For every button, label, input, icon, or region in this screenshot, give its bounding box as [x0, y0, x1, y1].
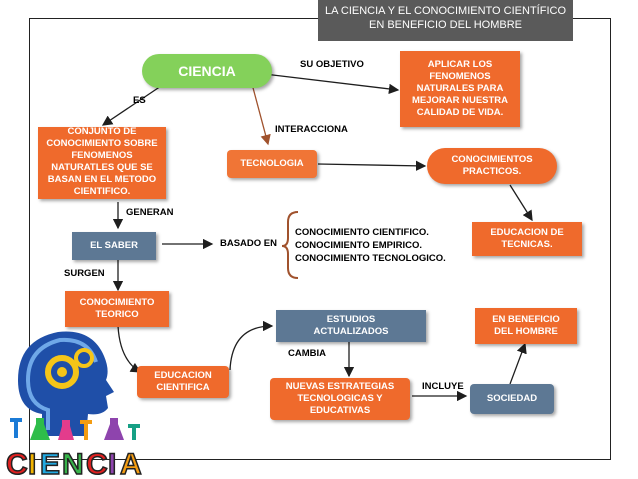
svg-text:C: C: [86, 448, 108, 479]
node-aplicar: APLICAR LOS FENOMENOS NATURALES PARA MEJ…: [400, 51, 520, 127]
node-estrategias: NUEVAS ESTRATEGIAS TECNOLOGICAS Y EDUCAT…: [270, 378, 410, 420]
svg-text:C: C: [6, 448, 28, 479]
arrow-sociedad-beneficio: [509, 342, 527, 385]
arrow-objetivo: [247, 71, 400, 95]
label-cambia: CAMBIA: [288, 348, 326, 359]
arrow-interacciona: [251, 83, 271, 146]
svg-text:I: I: [108, 448, 116, 479]
svg-text:I: I: [28, 448, 36, 479]
node-beneficio: EN BENEFICIO DEL HOMBRE: [475, 308, 577, 344]
node-estudios: ESTUDIOS ACTUALIZADOS: [276, 310, 426, 342]
arrow-tecnologia-practicos: [317, 160, 427, 172]
label-basado: BASADO EN: [220, 238, 278, 249]
arrow-teorico-educacion: [117, 325, 142, 373]
node-conjunto: CONJUNTO DE CONOCIMIENTO SOBRE FENOMENOS…: [38, 127, 166, 199]
node-practicos: CONOCIMIENTOS PRACTICOS.: [427, 148, 557, 184]
types-bracket: [281, 211, 299, 279]
label-interacciona: INTERACCIONA: [275, 124, 348, 135]
node-sociedad: SOCIEDAD: [470, 384, 554, 414]
ciencia-logo: C I E N C I A: [5, 331, 142, 479]
label-surgen: SURGEN: [64, 268, 105, 279]
label-generan: GENERAN: [126, 207, 174, 218]
node-ciencia: CIENCIA: [142, 54, 272, 88]
node-saber: EL SABER: [72, 232, 156, 260]
svg-text:E: E: [40, 448, 60, 479]
node-educacion-cientifica: EDUCACION CIENTIFICA: [137, 366, 229, 398]
diagram-title: LA CIENCIA Y EL CONOCIMIENTO CIENTÍFICO …: [318, 0, 573, 41]
node-teorico: CONOCIMIENTO TEORICO: [65, 291, 169, 327]
label-es: ES: [133, 95, 146, 106]
label-incluye: INCLUYE: [422, 381, 464, 392]
arrow-educacion-estudios: [229, 320, 274, 371]
node-educacion-tecnicas: EDUCACION DE TECNICAS.: [472, 222, 582, 256]
label-objetivo: SU OBJETIVO: [300, 59, 364, 70]
svg-text:A: A: [120, 448, 142, 479]
knowledge-types-list: CONOCIMIENTO CIENTIFICO. CONOCIMIENTO EM…: [295, 227, 446, 264]
svg-text:N: N: [62, 448, 84, 479]
node-tecnologia: TECNOLOGIA: [227, 150, 317, 178]
arrow-practicos-tecnicas: [509, 184, 533, 222]
